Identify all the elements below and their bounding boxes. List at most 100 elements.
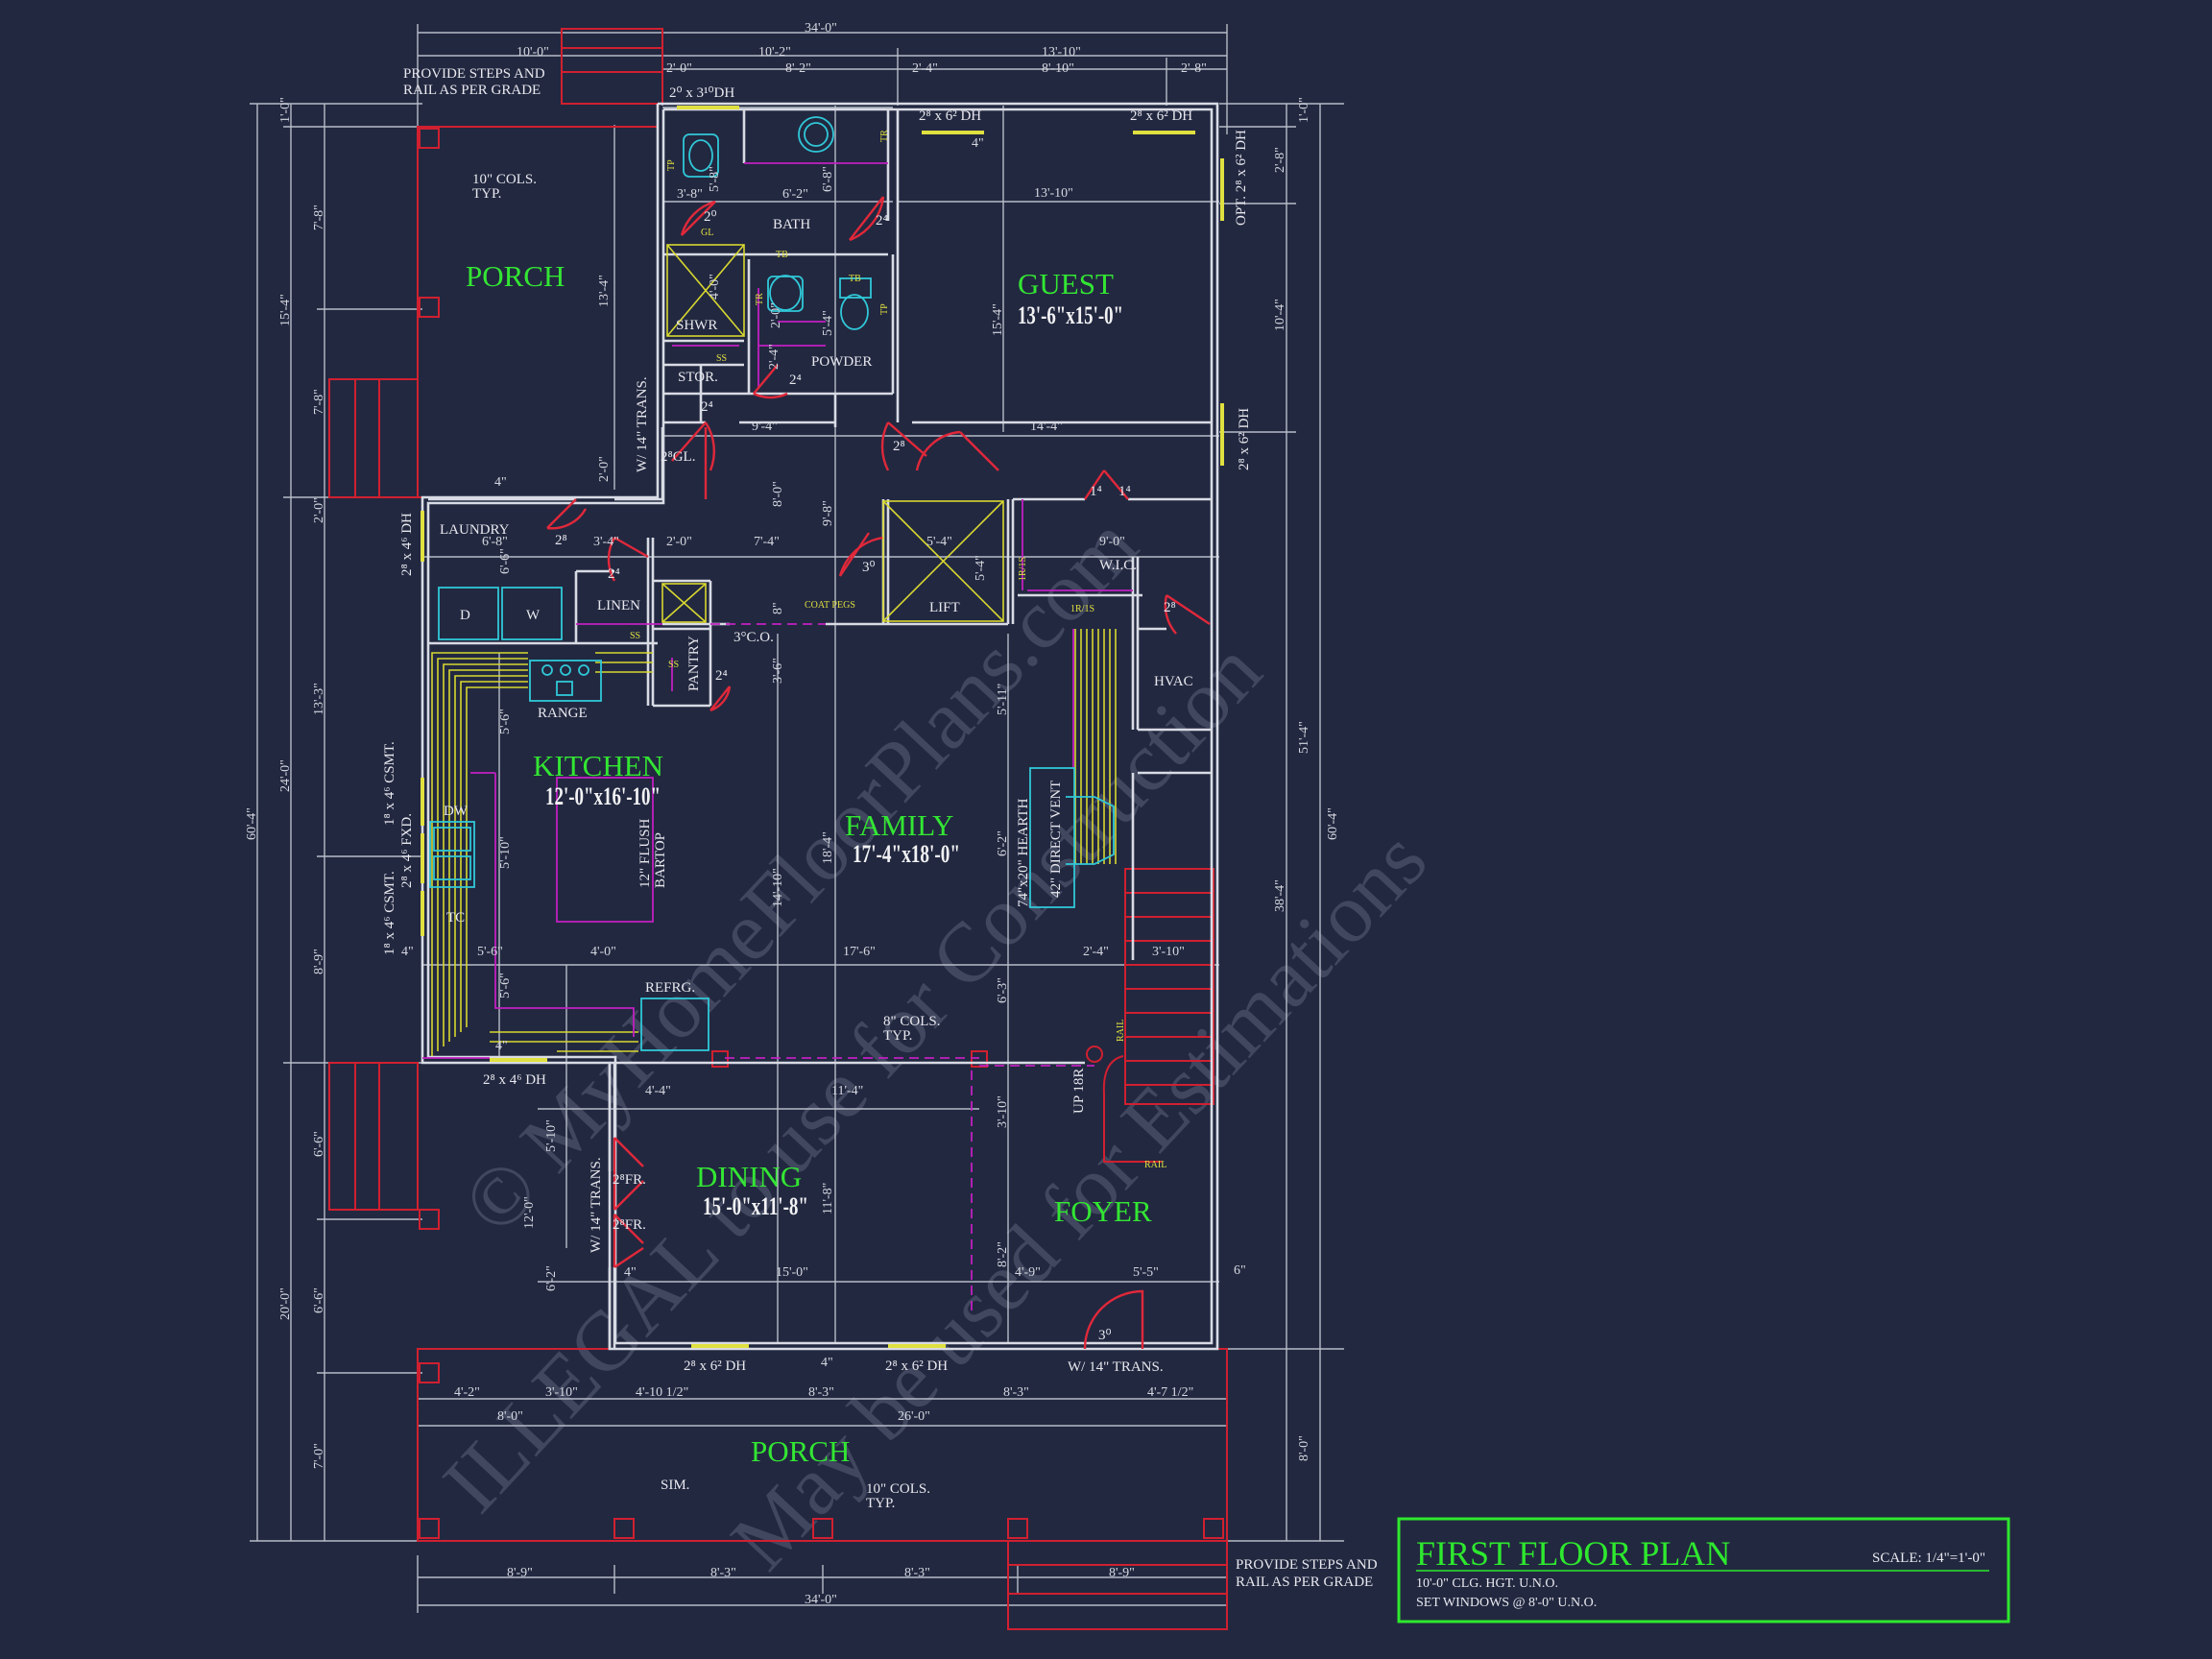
- magenta-lines: [422, 162, 1133, 1310]
- dim-left-8: 8'-9": [312, 949, 326, 974]
- watermark: © MyHomeFloorPlans.com ILLEGAL to use fo…: [426, 499, 1445, 1588]
- doors: [546, 196, 1211, 1350]
- dim-fo-4: 6": [1234, 1263, 1246, 1278]
- dim-top-5: 8'-2": [785, 61, 811, 76]
- label-d28a: 2⁸: [555, 533, 567, 548]
- dim-bot-1: 4'-2": [454, 1385, 480, 1400]
- label-tc: TC: [446, 910, 465, 926]
- dim-f-2: 18'-4": [821, 831, 835, 864]
- title-block-title: FIRST FLOOR PLAN: [1416, 1534, 1730, 1573]
- dim-right-5: 38'-4": [1273, 879, 1287, 912]
- label-steps-top-1: PROVIDE STEPS AND: [403, 66, 545, 82]
- label-direct-vent: 42" DIRECT VENT: [1048, 781, 1064, 898]
- label-washer: W: [526, 608, 541, 623]
- dim-top-total: 34'-0": [805, 21, 837, 36]
- dim-k-7: 4": [495, 1039, 508, 1053]
- dim-d-2: 11'-4": [831, 1084, 863, 1098]
- label-d14a: 1⁴: [1090, 484, 1102, 499]
- label-win-kitchen: 2⁸ x 4⁶ DH: [483, 1072, 546, 1088]
- label-steps-bot-2: RAIL AS PER GRADE: [1236, 1575, 1373, 1590]
- room-labels: BATH SHWR STOR. POWDER LAUNDRY LINEN LIF…: [403, 66, 1378, 1590]
- label-pantry: PANTRY: [686, 636, 702, 691]
- dim-bot-6: 4'-7 1/2": [1147, 1385, 1193, 1400]
- dim-shwr-1: 4'-0": [708, 274, 722, 300]
- tag-ir-is-1: 1R/1S: [1018, 557, 1028, 581]
- dim-d-7: 15'-0": [776, 1265, 808, 1280]
- label-d14b: 1⁴: [1118, 484, 1131, 499]
- dim-left-12: 7'-0": [312, 1443, 326, 1469]
- dim-right-2: 2'-8": [1273, 147, 1287, 173]
- label-win-csmt-2: 1⁸ x 4⁶ CSMT.: [382, 871, 397, 955]
- label-lift: LIFT: [929, 600, 960, 615]
- dim-mid-8: 2'-0": [597, 456, 612, 482]
- dim-d-6: 11'-8": [821, 1183, 835, 1214]
- room-foyer: FOYER: [1054, 1194, 1152, 1228]
- dim-shwr-3: 2'-4": [767, 344, 781, 370]
- dim-top-3: 13'-10": [1042, 45, 1081, 60]
- dim-right-4: 51'-4": [1297, 721, 1311, 754]
- label-d20: 2⁰: [704, 209, 717, 225]
- room-kitchen: KITCHEN: [533, 749, 663, 782]
- dim-d-9: 3'-10": [996, 1095, 1010, 1128]
- kitchen-cabinets: [431, 629, 1117, 1056]
- dim-d-5: 6'-2": [544, 1265, 559, 1291]
- shaft-symbols: [661, 244, 1004, 623]
- room-family: FAMILY: [845, 808, 953, 842]
- tag-gl-2: GL: [701, 228, 713, 238]
- dim-bot-8: 26'-0": [898, 1409, 930, 1424]
- dim-mid-3: 8'-0": [771, 481, 785, 507]
- dim-left-4: 7'-8": [312, 389, 326, 415]
- windows: [421, 106, 1224, 1348]
- title-block-note-2: SET WINDOWS @ 8'-0" U.N.O.: [1416, 1596, 1597, 1610]
- dim-f-8: 3'-10": [1152, 945, 1185, 959]
- dim-k-6: 4": [401, 945, 414, 959]
- dim-fo-2: 4'-9": [1015, 1265, 1041, 1280]
- label-cols-mid-2: TYP.: [883, 1028, 912, 1044]
- dim-linen-1: 3'-4": [593, 535, 619, 549]
- dim-mid-1: 9'-4": [752, 420, 778, 434]
- label-dw: DW: [444, 804, 469, 819]
- label-win-top: 2⁰ x 3¹⁰DH: [669, 85, 734, 101]
- dim-laundry-w: 6'-8": [482, 535, 508, 549]
- dim-f-4: 5'-11": [996, 684, 1010, 715]
- dim-left-2: 15'-4": [278, 294, 293, 326]
- dim-porch-h: 13'-4": [597, 275, 612, 307]
- rotated-labels: PANTRY 74"x20" HEARTH 42" DIRECT VENT 12…: [382, 130, 1252, 1253]
- dim-btm-2: 8'-3": [710, 1566, 736, 1580]
- label-trans-left: W/ 14" TRANS.: [635, 376, 650, 472]
- dim-bot-3: 4'-10 1/2": [636, 1385, 688, 1400]
- dim-bot-2: 3'-10": [545, 1385, 578, 1400]
- label-win-laundry: 2⁸ x 4⁶ DH: [399, 513, 415, 576]
- dim-bath-3: 5'-8": [708, 166, 722, 192]
- tag-ss-1: SS: [716, 353, 727, 364]
- label-steps-top-2: RAIL AS PER GRADE: [403, 83, 541, 98]
- label-fr1: 2⁸FR.: [613, 1172, 646, 1188]
- dim-shwr-2: 5'-4": [821, 310, 835, 336]
- dim-right-total: 60'-4": [1326, 807, 1340, 840]
- label-steps-bot-1: PROVIDE STEPS AND: [1236, 1557, 1378, 1573]
- dim-d-4: 12'-0": [522, 1196, 537, 1229]
- tag-tr-1: TR: [879, 130, 890, 142]
- tag-ir-is-2: 1R/1S: [1070, 604, 1094, 614]
- label-d30b: 3⁰: [1098, 1328, 1112, 1343]
- dim-laundry-h: 6'-6": [498, 548, 513, 574]
- room-guest: GUEST: [1018, 267, 1114, 301]
- label-sim: SIM.: [661, 1478, 689, 1493]
- dim-k-1: 5'-6": [477, 945, 503, 959]
- dim-f-6: 6'-3": [996, 977, 1010, 1003]
- dim-guest-4: 4": [972, 136, 984, 151]
- dim-left-total: 60'-4": [245, 807, 259, 840]
- dim-left-5: 2'-0": [312, 497, 326, 523]
- label-win-csmt-1: 1⁸ x 4⁶ CSMT.: [382, 741, 397, 826]
- dim-top-8: 2'-8": [1181, 61, 1207, 76]
- dim-mid-2: 14'-4": [1030, 420, 1063, 434]
- label-cols-mid-1: 8" COLS.: [883, 1014, 940, 1029]
- dim-top-1: 10'-0": [517, 45, 549, 60]
- label-dryer: D: [460, 608, 470, 623]
- label-powder: POWDER: [811, 354, 872, 370]
- dim-f-1: 14'-10": [771, 868, 785, 907]
- dim-guest-w: 13'-10": [1034, 186, 1073, 201]
- tag-ss-3: SS: [668, 660, 679, 670]
- dim-top-2: 10'-2": [758, 45, 791, 60]
- dimension-lines: [250, 24, 1344, 1613]
